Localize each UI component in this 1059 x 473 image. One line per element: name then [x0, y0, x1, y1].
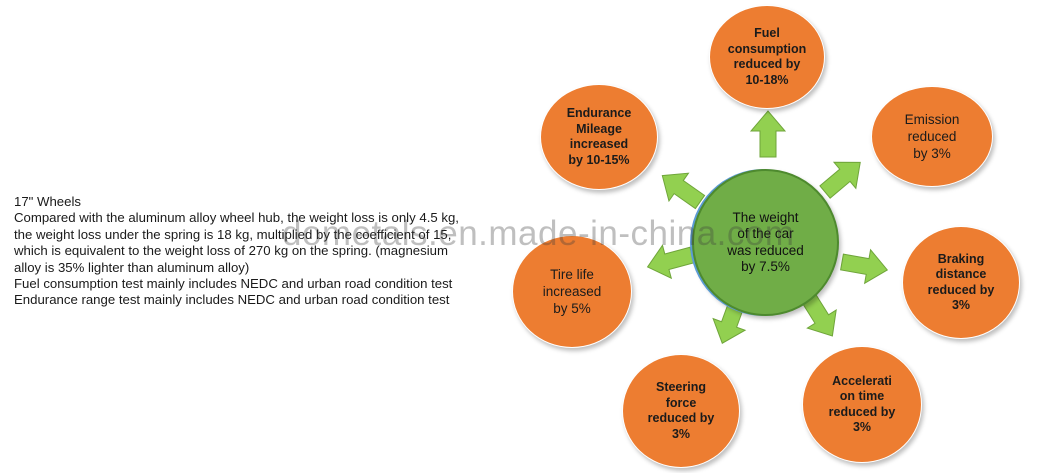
node-fuel-consumption: Fuel consumption reduced by 10-18% [709, 5, 825, 109]
node-label: Steering force reduced by 3% [647, 380, 715, 441]
description-text: 17" Wheels Compared with the aluminum al… [14, 194, 484, 309]
node-steering-force: Steering force reduced by 3% [622, 354, 740, 468]
desc-line: the weight loss under the spring is 18 k… [14, 226, 452, 242]
desc-line: 17" Wheels [14, 194, 81, 209]
node-emission: Emission reduced by 3% [871, 86, 993, 187]
arrow-left [642, 238, 697, 284]
desc-line: Fuel consumption test mainly includes NE… [14, 276, 453, 292]
desc-line: Endurance range test mainly includes NED… [14, 292, 450, 308]
arrow-right [838, 244, 891, 288]
center-node-weight: The weight of the car was reduced by 7.5… [692, 169, 839, 316]
desc-line: alloy is 35% lighter than aluminum alloy… [14, 259, 250, 275]
node-label: Emission reduced by 3% [904, 112, 960, 161]
node-label: Accelerati on time reduced by 3% [828, 373, 896, 435]
node-tire-life: Tire life increased by 5% [512, 235, 632, 348]
node-label: Fuel consumption reduced by 10-18% [727, 26, 807, 87]
node-label: Endurance Mileage increased by 10-15% [566, 106, 632, 167]
center-node-label: The weight of the car was reduced by 7.5… [727, 209, 804, 275]
node-label: Braking distance reduced by 3% [927, 251, 995, 313]
desc-line: Compared with the aluminum alloy wheel h… [14, 210, 459, 226]
arrow-up [750, 110, 786, 158]
node-braking-distance: Braking distance reduced by 3% [902, 226, 1020, 339]
node-acceleration-time: Accelerati on time reduced by 3% [802, 346, 922, 463]
desc-line: which is equivalent to the weight loss o… [14, 243, 448, 259]
node-endurance-mileage: Endurance Mileage increased by 10-15% [540, 84, 658, 190]
node-label: Tire life increased by 5% [542, 267, 602, 316]
